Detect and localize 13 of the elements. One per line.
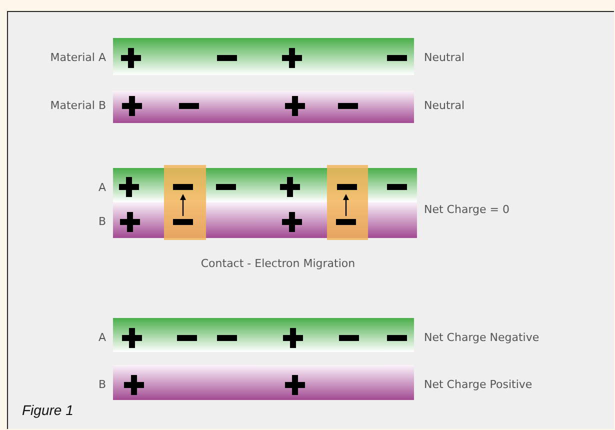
charge-state-label: Neutral <box>424 99 465 113</box>
charge-state-label: Neutral <box>424 51 465 65</box>
charge-state-label: Net Charge Positive <box>424 378 532 392</box>
material-label: B <box>98 378 106 392</box>
material-label: Material A <box>50 51 106 65</box>
material-label: A <box>98 331 106 345</box>
process-label: Contact - Electron Migration <box>200 257 356 271</box>
charge-state-label: Net Charge = 0 <box>424 203 510 217</box>
charge-state-label: Net Charge Negative <box>424 331 540 345</box>
figure-caption: Figure 1 <box>22 402 74 419</box>
material-label: A <box>98 181 106 195</box>
material-label: Material B <box>50 99 106 113</box>
material-label: B <box>98 215 106 229</box>
